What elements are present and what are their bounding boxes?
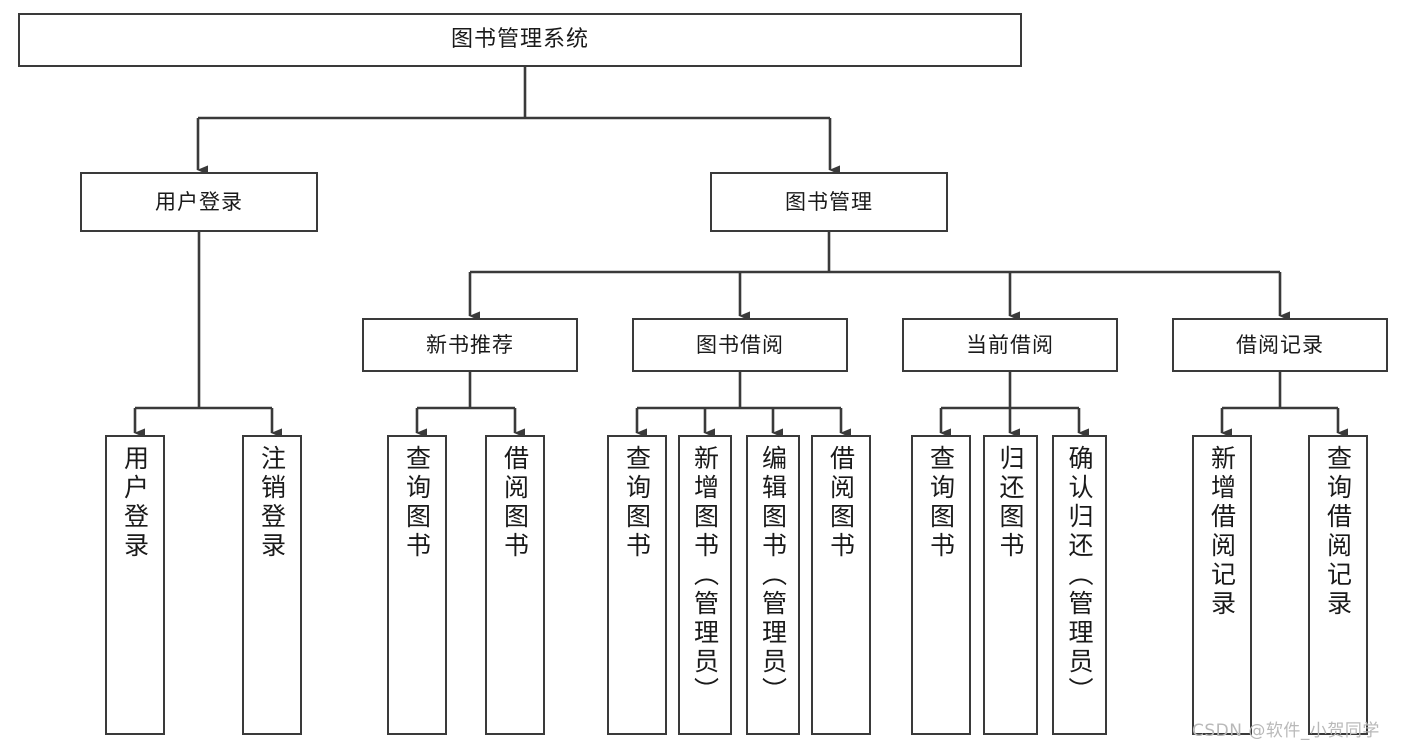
node-label: 新书推荐 <box>426 332 514 357</box>
leaf-borrow-record-add[interactable]: 新增借阅记录 <box>1192 435 1252 735</box>
leaf-user-login-login[interactable]: 用户登录 <box>105 435 165 735</box>
node-label: 图书管理系统 <box>450 27 589 53</box>
node-label: 借阅记录 <box>1236 332 1324 357</box>
node-book-borrow[interactable]: 图书借阅 <box>632 318 848 372</box>
leaf-new-book-borrow[interactable]: 借阅图书 <box>485 435 545 735</box>
leaf-current-borrow-return[interactable]: 归还图书 <box>983 435 1038 735</box>
node-book-management[interactable]: 图书管理 <box>710 172 948 232</box>
leaf-current-borrow-query[interactable]: 查询图书 <box>911 435 971 735</box>
node-label: 查询图书 <box>402 445 432 561</box>
node-label: 编辑图书（管理员） <box>758 445 788 706</box>
leaf-user-login-logout[interactable]: 注销登录 <box>242 435 302 735</box>
node-borrow-record[interactable]: 借阅记录 <box>1172 318 1388 372</box>
node-label: 确认归还（管理员） <box>1065 445 1094 706</box>
node-label: 图书管理 <box>785 189 873 214</box>
node-label: 借阅图书 <box>500 445 530 561</box>
leaf-current-borrow-confirm-return[interactable]: 确认归还（管理员） <box>1052 435 1107 735</box>
node-current-borrow[interactable]: 当前借阅 <box>902 318 1118 372</box>
node-label: 注销登录 <box>257 445 287 561</box>
node-label: 查询图书 <box>622 445 652 561</box>
node-label: 当前借阅 <box>966 332 1054 357</box>
node-label: 查询图书 <box>926 445 956 561</box>
node-root-book-management-system[interactable]: 图书管理系统 <box>18 13 1022 67</box>
leaf-book-borrow-edit[interactable]: 编辑图书（管理员） <box>746 435 800 735</box>
node-label: 借阅图书 <box>826 445 856 561</box>
node-label: 新增图书（管理员） <box>690 445 720 706</box>
node-label: 归还图书 <box>996 445 1025 561</box>
leaf-book-borrow-add[interactable]: 新增图书（管理员） <box>678 435 732 735</box>
node-label: 用户登录 <box>120 445 150 561</box>
leaf-book-borrow-query[interactable]: 查询图书 <box>607 435 667 735</box>
node-label: 查询借阅记录 <box>1323 445 1353 619</box>
leaf-new-book-query[interactable]: 查询图书 <box>387 435 447 735</box>
node-label: 图书借阅 <box>696 332 784 357</box>
node-label: 用户登录 <box>155 189 243 214</box>
leaf-book-borrow-borrow[interactable]: 借阅图书 <box>811 435 871 735</box>
node-label: 新增借阅记录 <box>1207 445 1237 619</box>
leaf-borrow-record-query[interactable]: 查询借阅记录 <box>1308 435 1368 735</box>
node-new-book-recommend[interactable]: 新书推荐 <box>362 318 578 372</box>
node-user-login[interactable]: 用户登录 <box>80 172 318 232</box>
